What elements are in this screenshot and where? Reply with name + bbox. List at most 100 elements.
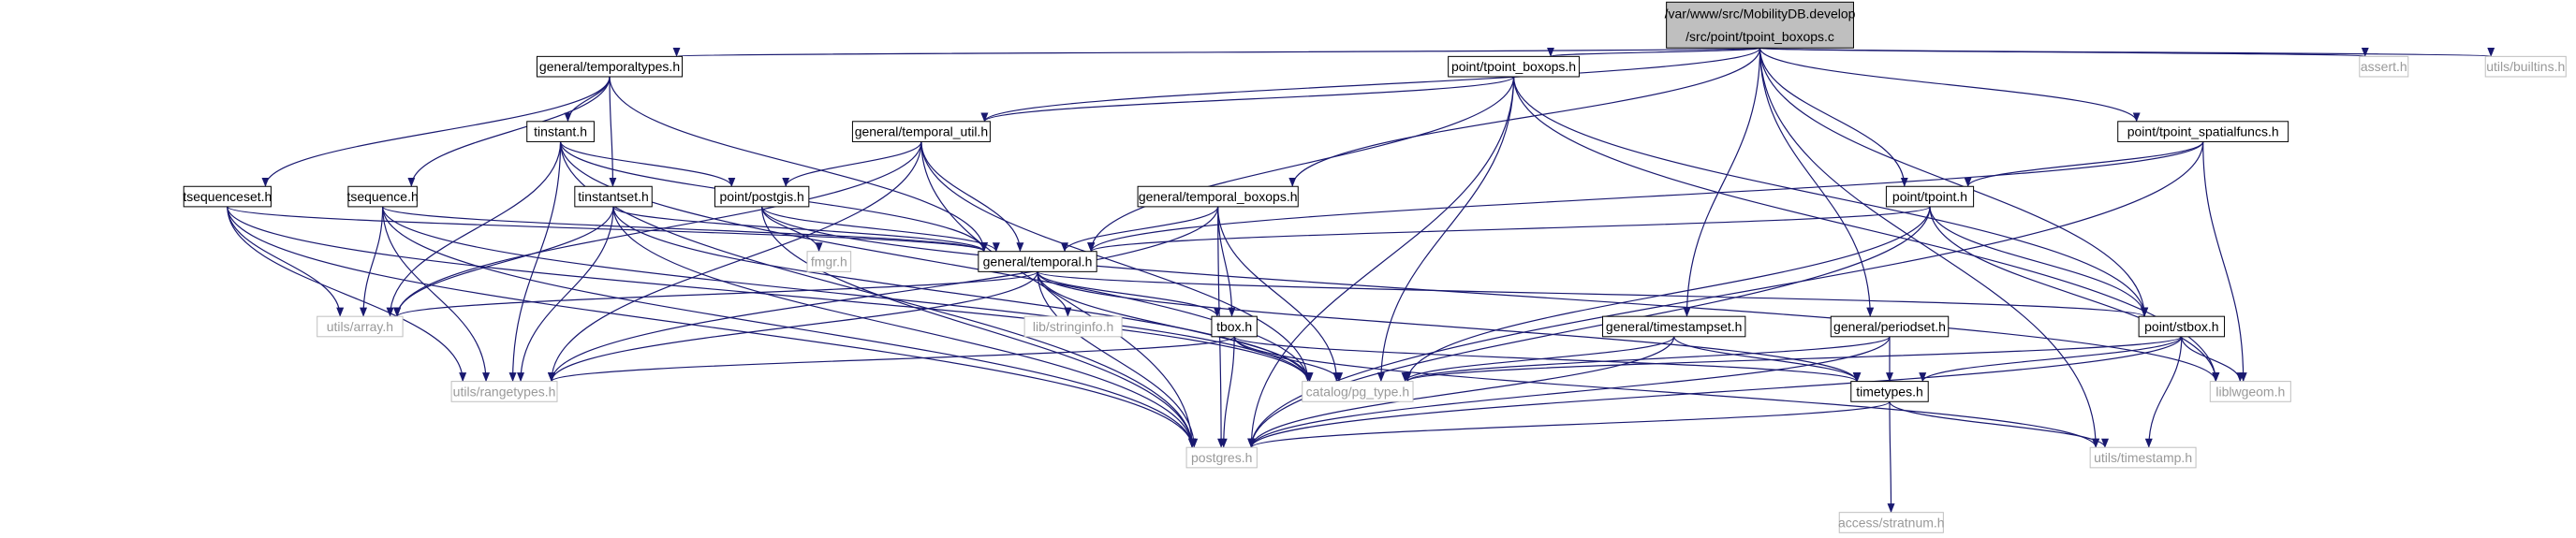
node-box bbox=[2209, 381, 2291, 402]
edge-tinstant_h-to-rangetypes_h bbox=[508, 141, 562, 383]
edge-stbox_h-to-postgres_h bbox=[1247, 336, 2183, 448]
edge-tpoint_h-to-liblwgeom_h bbox=[1929, 206, 2220, 383]
node-tinstantset-h[interactable]: tinstantset.h bbox=[574, 185, 653, 208]
node-tpoint-spatialfuncs-h[interactable]: point/tpoint_spatialfuncs.h bbox=[2117, 121, 2289, 142]
edge-tsequence_h-to-array_h bbox=[360, 206, 384, 317]
node-label: tbox.h bbox=[1216, 319, 1252, 334]
node-temporal-boxops-h[interactable]: general/temporal_boxops.h bbox=[1137, 185, 1299, 208]
node-box bbox=[316, 315, 404, 338]
edge-tpoint_h-to-temporal_h bbox=[1087, 206, 1931, 253]
node-fmgr-h: fmgr.h bbox=[806, 251, 852, 272]
node-box bbox=[1302, 381, 1414, 402]
edge-timetypes_h-to-stratnum_h bbox=[1887, 401, 1895, 514]
edge-temporaltypes_h-to-tinstantset_h bbox=[609, 76, 617, 187]
edge-root-to-temporaltypes_h bbox=[675, 47, 1761, 57]
node-box bbox=[1602, 315, 1746, 338]
node-box bbox=[574, 185, 653, 208]
edge-tsequence_h-to-rangetypes_h bbox=[382, 206, 491, 383]
node-array-h: utils/array.h bbox=[316, 315, 404, 338]
edge-tinstant_h-to-array_h bbox=[386, 141, 562, 317]
node-temporaltypes-h[interactable]: general/temporaltypes.h bbox=[536, 55, 684, 78]
node-label: liblwgeom.h bbox=[2215, 384, 2285, 399]
edge-timestampset_h-to-pg_type_h bbox=[1401, 336, 1675, 383]
node-box bbox=[1850, 381, 1929, 402]
node-label: general/periodset.h bbox=[1833, 319, 1946, 334]
edge-temporal_util_h-to-postgres_h bbox=[920, 141, 1197, 448]
node-timestamp-h: utils/timestamp.h bbox=[2089, 446, 2197, 469]
edge-stbox_h-to-timetypes_h bbox=[1919, 336, 2183, 383]
node-box bbox=[714, 185, 810, 208]
edge-periodset_h-to-postgres_h bbox=[1247, 336, 1891, 448]
node-tsequenceset-h[interactable]: tsequenceset.h bbox=[183, 185, 272, 208]
node-box bbox=[1185, 446, 1258, 469]
edge-temporal_util_h-to-postgis_h bbox=[782, 141, 922, 187]
node-tinstant-h[interactable]: tinstant.h bbox=[526, 121, 595, 142]
node-label: general/temporal.h bbox=[983, 254, 1093, 269]
edge-temporal_h-to-rangetypes_h bbox=[548, 271, 1038, 383]
edge-tinstantset_h-to-array_h bbox=[393, 206, 614, 317]
node-timetypes-h[interactable]: timetypes.h bbox=[1850, 381, 1929, 402]
edge-tbox_h-to-pg_type_h bbox=[1233, 336, 1344, 383]
edge-timetypes_h-to-postgres_h bbox=[1247, 400, 1891, 448]
edge-temporal_boxops_h-to-pg_type_h bbox=[1217, 206, 1341, 383]
node-postgres-h: postgres.h bbox=[1185, 446, 1258, 469]
node-box bbox=[1838, 512, 1944, 533]
edge-stbox_h-to-liblwgeom_h bbox=[2181, 336, 2245, 383]
node-box bbox=[978, 251, 1097, 272]
edge-root-to-timestampset_h bbox=[1683, 48, 1761, 317]
node-label: utils/builtins.h bbox=[2486, 59, 2565, 74]
edge-timetypes_h-to-timestamp_h bbox=[1889, 401, 2109, 448]
node-tsequence-h[interactable]: tsequence.h bbox=[346, 185, 419, 208]
node-box bbox=[2484, 55, 2567, 78]
node-box bbox=[347, 185, 418, 208]
edge-root-to-tpoint_h bbox=[1759, 48, 1908, 187]
node-label: postgres.h bbox=[1191, 450, 1252, 465]
node-box bbox=[1830, 315, 1950, 338]
node-box bbox=[806, 251, 852, 272]
node-tbox-h[interactable]: tbox.h bbox=[1211, 315, 1258, 338]
node-label: point/postgis.h bbox=[720, 189, 804, 204]
node-label: lib/stringinfo.h bbox=[1033, 319, 1113, 334]
edge-tinstantset_h-to-rangetypes_h bbox=[517, 206, 614, 383]
node-temporal-h[interactable]: general/temporal.h bbox=[978, 251, 1097, 272]
edge-temporal_h-to-stbox_h bbox=[1037, 270, 2148, 317]
edge-tsequence_h-to-pg_type_h bbox=[382, 206, 1312, 383]
edge-temporal_h-to-array_h bbox=[393, 270, 1038, 317]
edge-tsequenceset_h-to-rangetypes_h bbox=[227, 206, 467, 383]
edge-tpoint_boxops_h-to-stbox_h bbox=[1512, 76, 2149, 317]
edge-root-to-builtins_h bbox=[1759, 47, 2494, 57]
node-root[interactable]: /var/www/src/MobilityDB.develop/src/poin… bbox=[1665, 1, 1856, 49]
edge-tpoint_h-to-pg_type_h bbox=[1404, 206, 1931, 383]
edge-tinstantset_h-to-postgres_h bbox=[612, 206, 1197, 448]
node-tpoint-h[interactable]: point/tpoint.h bbox=[1885, 185, 1975, 208]
edge-postgis_h-to-liblwgeom_h bbox=[761, 206, 2220, 383]
edge-tpoint_h-to-postgres_h bbox=[1247, 206, 1931, 448]
node-box bbox=[2359, 55, 2409, 78]
edge-tpoint_h-to-stbox_h bbox=[1929, 206, 2149, 317]
node-temporal-util-h[interactable]: general/temporal_util.h bbox=[851, 121, 991, 142]
edge-root-to-tpoint_boxops_h bbox=[1547, 47, 1761, 57]
edge-temporaltypes_h-to-tsequence_h bbox=[407, 76, 611, 187]
edge-tpoint_boxops_h-to-temporal_h bbox=[1087, 76, 1515, 253]
node-label: general/temporal_util.h bbox=[855, 124, 988, 139]
edge-root-to-timestamp_h bbox=[1759, 48, 2100, 448]
dependency-edges bbox=[227, 47, 2494, 514]
node-label: tsequence.h bbox=[346, 189, 418, 204]
edge-temporaltypes_h-to-temporal_h bbox=[609, 76, 988, 253]
edge-tinstant_h-to-pg_type_h bbox=[559, 141, 1312, 383]
node-builtins-h: utils/builtins.h bbox=[2484, 55, 2567, 78]
edge-temporal_util_h-to-rangetypes_h bbox=[548, 141, 922, 383]
edge-temporal_h-to-timetypes_h bbox=[1037, 271, 1861, 383]
node-periodset-h[interactable]: general/periodset.h bbox=[1830, 315, 1950, 338]
edge-timestampset_h-to-timetypes_h bbox=[1673, 336, 1862, 383]
node-box bbox=[851, 121, 991, 142]
node-label: general/temporal_boxops.h bbox=[1139, 189, 1298, 204]
edge-tsequenceset_h-to-temporal_h bbox=[227, 206, 988, 253]
edge-postgis_h-to-fmgr_h bbox=[761, 206, 823, 253]
node-label: catalog/pg_type.h bbox=[1306, 384, 1410, 399]
node-postgis-h[interactable]: point/postgis.h bbox=[714, 185, 810, 208]
node-stbox-h[interactable]: point/stbox.h bbox=[2138, 315, 2226, 338]
edge-tpoint_boxops_h-to-pg_type_h bbox=[1376, 76, 1515, 383]
node-tpoint-boxops-h[interactable]: point/tpoint_boxops.h bbox=[1448, 55, 1580, 78]
node-timestampset-h[interactable]: general/timestampset.h bbox=[1602, 315, 1746, 338]
